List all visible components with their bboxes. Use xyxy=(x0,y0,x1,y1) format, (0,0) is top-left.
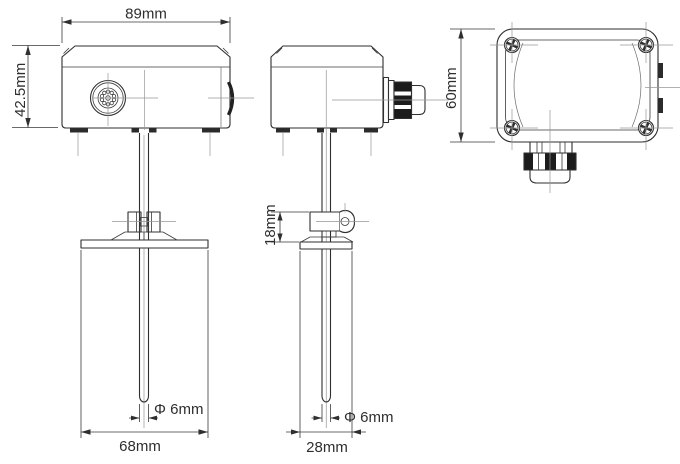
dimension-flange-depth-28mm: 28mm xyxy=(286,251,366,456)
mounting-flange-front xyxy=(80,239,209,249)
back-view: 60mm xyxy=(443,22,680,193)
mounting-bracket-side xyxy=(299,203,369,250)
phillips-screw-top-left xyxy=(490,22,538,63)
enclosure-feet xyxy=(70,128,220,133)
enclosure-feet-side xyxy=(276,128,378,133)
probe-front xyxy=(138,133,150,428)
cover-clip-bottom xyxy=(657,98,663,113)
front-view: 89mm 42.5mm xyxy=(12,6,254,455)
enclosure-front xyxy=(61,45,254,156)
enclosure-cover xyxy=(490,22,680,150)
side-centerlines xyxy=(282,133,372,156)
dim-label-side-probe-dia: Φ 6mm xyxy=(344,409,393,426)
cable-gland-side xyxy=(332,76,449,124)
front-centerlines xyxy=(77,70,254,156)
dim-label-front-height: 42.5mm xyxy=(12,63,29,117)
dimension-width-89mm: 89mm xyxy=(61,6,231,43)
dim-label-front-width: 89mm xyxy=(125,6,167,23)
cover-clip-top xyxy=(657,63,663,78)
dimension-bracket-height-18mm: 18mm xyxy=(262,204,309,246)
dim-label-front-probe-dia: Φ 6mm xyxy=(154,401,203,418)
mounting-clamp-front xyxy=(110,211,178,241)
dimension-probe-diameter-side: Φ 6mm xyxy=(311,404,393,426)
phillips-screw-bottom-right xyxy=(620,109,673,150)
cable-gland-bottom xyxy=(523,110,577,193)
phillips-screw-top-right xyxy=(620,22,673,63)
dimension-flange-width-68mm: 68mm xyxy=(80,250,209,455)
enclosure-side xyxy=(270,45,384,156)
dim-label-flange-width: 68mm xyxy=(119,438,161,455)
dim-label-back-height: 60mm xyxy=(443,67,460,109)
dimension-height-42.5mm: 42.5mm xyxy=(12,45,60,128)
side-view: 18mm Φ 6mm 28mm xyxy=(262,45,449,456)
dimension-probe-diameter-front: Φ 6mm xyxy=(129,401,203,422)
dimension-height-60mm: 60mm xyxy=(443,28,495,143)
dim-label-bracket-height: 18mm xyxy=(262,204,279,246)
dim-label-flange-depth: 28mm xyxy=(306,439,348,456)
phillips-screw-bottom-left xyxy=(490,109,538,150)
